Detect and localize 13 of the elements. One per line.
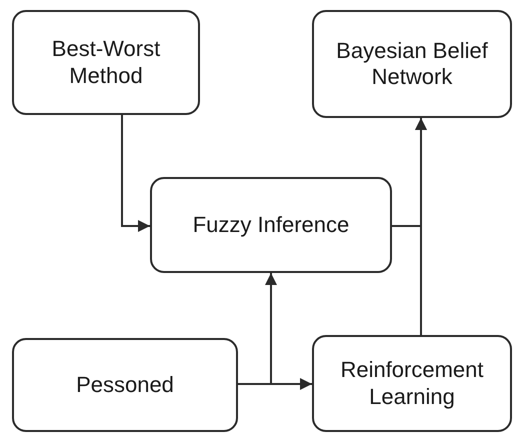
- box-label: Best-Worst Method: [50, 36, 162, 89]
- box-label: Bayesian Belief Network: [335, 38, 489, 90]
- arrow: [415, 118, 427, 335]
- process-box: [150, 177, 392, 273]
- arrow: [238, 273, 277, 385]
- box-label: Fuzzy Inference: [192, 212, 350, 238]
- process-box: [312, 10, 512, 118]
- process-box: [12, 10, 200, 115]
- box-label: Pessoned: [75, 372, 175, 398]
- arrow: [121, 115, 150, 232]
- box-label: Reinforcement Learning: [339, 357, 485, 410]
- process-box: [312, 335, 512, 432]
- process-box: [12, 338, 238, 432]
